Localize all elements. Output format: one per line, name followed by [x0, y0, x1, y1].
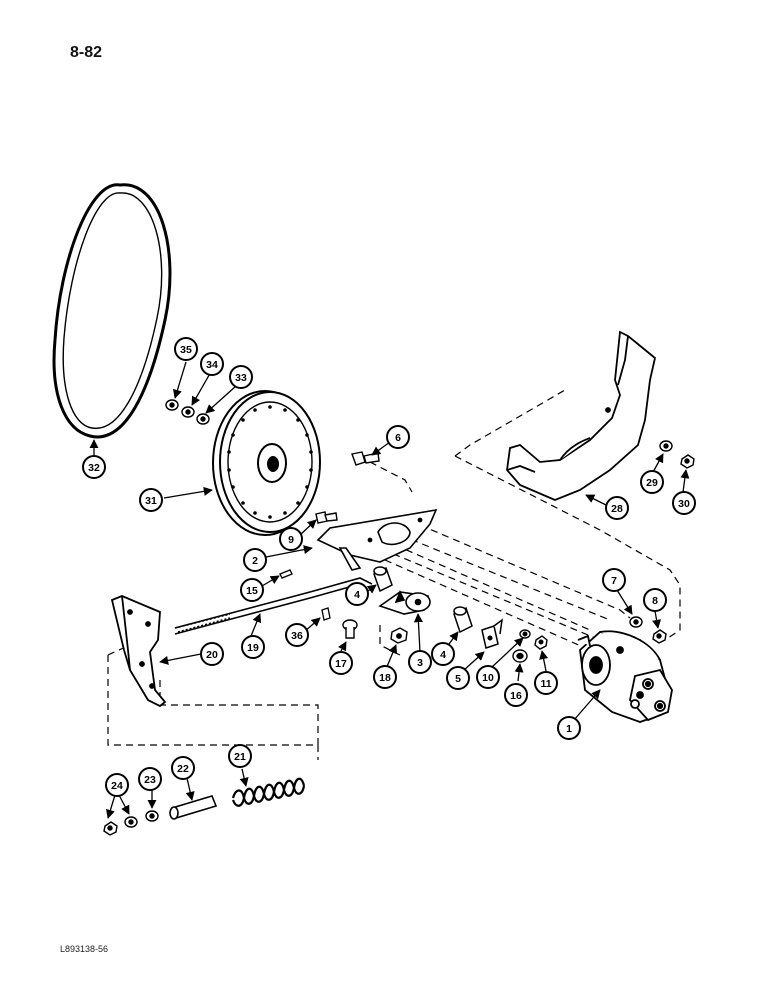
mounting-washers [629, 616, 667, 644]
threaded-rod [174, 577, 373, 635]
compression-spring [231, 777, 306, 807]
callout-1: 1 [566, 723, 572, 735]
washers-and-nuts [512, 629, 548, 663]
callout-35: 35 [180, 344, 192, 356]
v-belt [52, 183, 172, 439]
callout-11: 11 [540, 678, 551, 690]
spacer-tube [169, 795, 218, 820]
small-pin [321, 607, 331, 621]
callout-4a: 4 [354, 589, 360, 601]
callout-3: 3 [417, 657, 423, 669]
callout-22: 22 [177, 763, 189, 775]
callout-7: 7 [611, 575, 617, 587]
hydraulic-pump [577, 630, 673, 723]
callout-24: 24 [111, 780, 123, 792]
idler-arm [378, 590, 431, 615]
roll-pin [279, 569, 293, 579]
pulley-fasteners [165, 399, 210, 425]
pulley [212, 390, 321, 536]
callout-18: 18 [379, 672, 391, 684]
callout-23: 23 [144, 774, 156, 786]
lock-nut [390, 627, 408, 644]
callout-29: 29 [646, 477, 658, 489]
assembly-dashed-lines [107, 389, 681, 760]
mounting-bracket [110, 595, 167, 708]
callout-circles [82, 337, 696, 797]
small-bolt [315, 511, 338, 524]
bushing [373, 566, 393, 593]
callout-31: 31 [145, 495, 157, 507]
callout-6: 6 [395, 432, 401, 444]
callout-8: 8 [652, 595, 658, 607]
callout-15: 15 [246, 585, 258, 597]
callout-32: 32 [88, 462, 100, 474]
belt-shield [506, 330, 657, 501]
callout-19: 19 [247, 642, 259, 654]
carriage-bolt [342, 619, 358, 639]
callout-30: 30 [678, 498, 690, 510]
illustration-reference-code: L893138-56 [60, 944, 109, 954]
callout-2: 2 [252, 555, 258, 567]
bushing-right [453, 606, 473, 634]
callout-28: 28 [611, 503, 623, 515]
callout-16: 16 [510, 690, 522, 702]
callout-5: 5 [455, 673, 461, 685]
callout-10: 10 [482, 672, 494, 684]
page-number: 8-82 [70, 44, 103, 61]
clip [481, 618, 503, 649]
callout-17: 17 [335, 658, 347, 670]
bracket-plate [316, 508, 438, 571]
callout-34: 34 [206, 359, 218, 371]
bolt [351, 451, 380, 466]
spring-fasteners [103, 810, 159, 836]
leader-lines [89, 361, 690, 819]
callout-4b: 4 [440, 649, 446, 661]
callout-21: 21 [234, 751, 246, 763]
callout-36: 36 [291, 630, 303, 642]
callout-9: 9 [288, 534, 294, 546]
callout-33: 33 [235, 372, 247, 384]
callout-20: 20 [206, 649, 218, 661]
shield-fasteners [659, 440, 695, 469]
